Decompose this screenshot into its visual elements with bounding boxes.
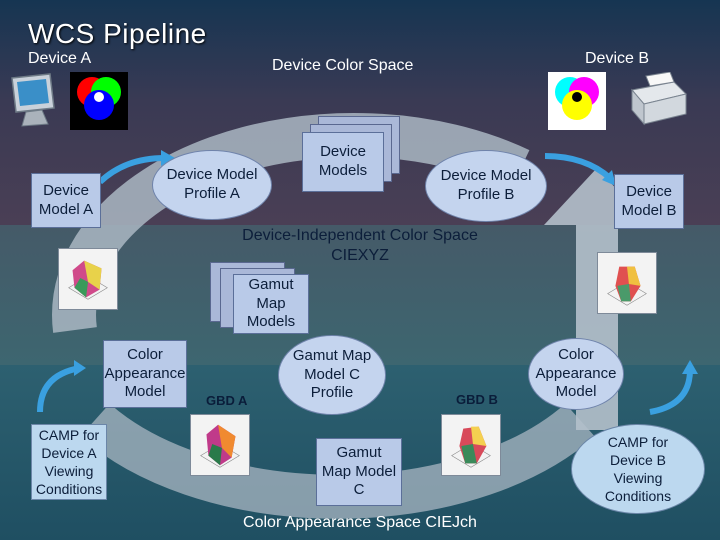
device-models-box: Device Models bbox=[302, 132, 384, 192]
device-model-a-box: Device Model A bbox=[31, 173, 101, 228]
device-model-profile-b-oval: Device Model Profile B bbox=[425, 150, 547, 222]
device-model-b-box: Device Model B bbox=[614, 174, 684, 229]
camp-device-a-box: CAMP for Device A Viewing Conditions bbox=[31, 424, 107, 500]
color-appearance-model-box-left: Color Appearance Model bbox=[103, 340, 187, 408]
device-independent-space-label: Device-Independent Color Space CIEXYZ bbox=[242, 227, 478, 264]
gamut-plot-image-bottom-left bbox=[190, 414, 250, 476]
gamut-plot-image-bottom-right bbox=[441, 414, 501, 476]
gamut-map-model-profile-oval: Gamut Map Model C Profile bbox=[278, 335, 386, 415]
device-a-label: Device A bbox=[28, 50, 92, 67]
color-appearance-space-label: Color Appearance Space CIEJch bbox=[243, 514, 477, 531]
flow-arrow-right-mid bbox=[649, 360, 698, 415]
monitor-icon bbox=[11, 73, 55, 127]
device-color-space-label: Device Color Space bbox=[272, 57, 414, 74]
page-title: WCS Pipeline bbox=[28, 18, 207, 49]
gamut-plot-image-left bbox=[58, 248, 118, 310]
rgb-color-circles-icon bbox=[70, 72, 128, 130]
camp-device-b-oval: CAMP for Device B Viewing Conditions bbox=[571, 424, 705, 514]
gbd-b-label: GBD B bbox=[456, 392, 498, 407]
cmy-color-circles-icon bbox=[548, 72, 606, 130]
flow-arrow-top-right bbox=[544, 153, 616, 186]
gbd-a-label: GBD A bbox=[206, 393, 248, 408]
printer-icon bbox=[631, 72, 687, 126]
color-appearance-model-oval-right: Color Appearance Model bbox=[528, 338, 624, 410]
gamut-map-model-c-box: Gamut Map Model C bbox=[316, 438, 402, 506]
device-b-label: Device B bbox=[585, 50, 650, 67]
flow-arrow-left-mid bbox=[37, 360, 86, 413]
gamut-plot-image-right bbox=[597, 252, 657, 314]
gamut-map-models-box: Gamut Map Models bbox=[233, 274, 309, 334]
device-model-profile-a-oval: Device Model Profile A bbox=[152, 150, 272, 220]
